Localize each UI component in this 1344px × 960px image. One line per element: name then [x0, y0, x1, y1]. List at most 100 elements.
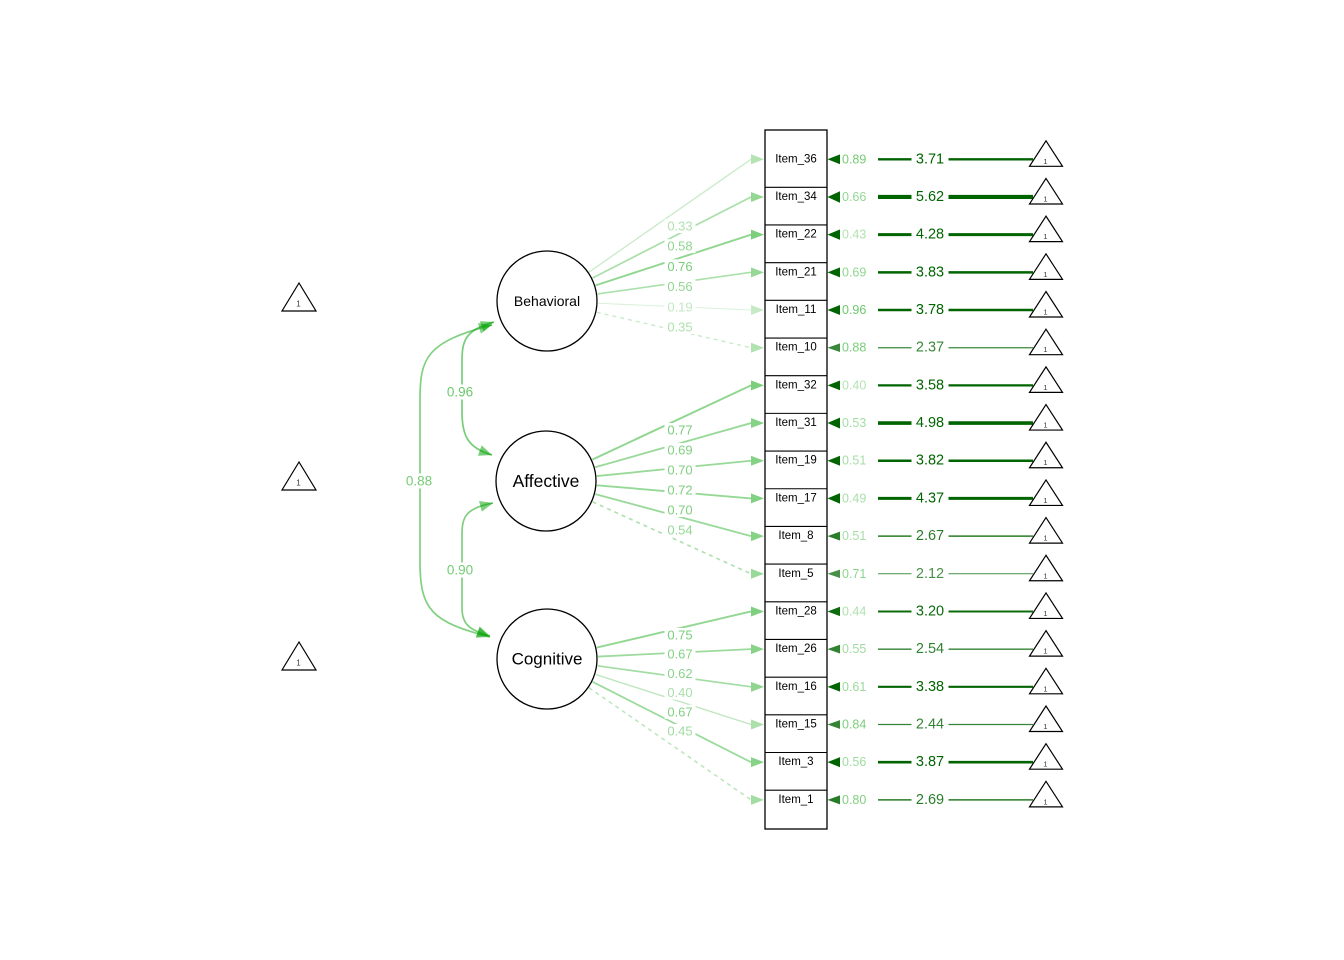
loading-label: 0.40: [667, 685, 692, 700]
intercept-label: 3.20: [916, 603, 944, 619]
loading-arrowhead-icon: [751, 380, 764, 391]
constant-triangle: [1028, 177, 1064, 205]
intercept-arrowhead-icon: [827, 795, 841, 805]
intercept-arrowhead-icon: [827, 343, 841, 353]
label-bg: [840, 265, 878, 280]
intercept-arrowhead-icon: [827, 606, 841, 617]
item-label: Item_36: [775, 153, 817, 165]
label-bg: [911, 565, 949, 582]
label-bg: [911, 264, 949, 281]
residual-label: 0.51: [842, 529, 866, 543]
item-label: Item_26: [775, 643, 817, 655]
label-bg: [840, 378, 878, 393]
constant-triangle: [1028, 290, 1064, 318]
loading-arrowhead-icon: [751, 531, 764, 542]
label-bg: [840, 792, 878, 807]
intercept-label: 2.69: [916, 792, 944, 808]
item-label: Item_32: [775, 379, 817, 391]
loading-label: 0.77: [667, 423, 692, 438]
intercept-label: 3.38: [916, 679, 944, 695]
residual-label: 0.44: [842, 604, 866, 618]
residual-label: 0.71: [842, 567, 866, 581]
correlation-arrowhead-icon: [477, 445, 492, 456]
residual-label: 0.69: [842, 265, 866, 279]
intercept-arrowhead-icon: [827, 190, 841, 204]
constant-one-label: 1: [1043, 194, 1047, 203]
item-label: Item_11: [776, 304, 817, 316]
constant-triangle: [1028, 780, 1064, 808]
constant-one-label: 1: [1043, 609, 1047, 618]
intercept-arrowhead-icon: [827, 531, 841, 541]
loading-arrowhead-icon: [751, 267, 764, 278]
constant-one-label: 1: [1043, 760, 1047, 769]
loading-edge: [592, 681, 752, 763]
label-bg: [664, 463, 696, 477]
intercept-label: 2.37: [916, 340, 944, 356]
residual-label: 0.55: [842, 642, 866, 656]
label-bg: [840, 491, 878, 506]
item-label: Item_28: [775, 605, 817, 617]
residual-label: 0.61: [842, 680, 866, 694]
loading-label: 0.35: [667, 320, 692, 335]
item-label: Item_3: [778, 756, 813, 768]
constant-triangle: [1028, 252, 1064, 280]
correlation-label: 0.88: [406, 474, 432, 489]
label-bg: [911, 226, 949, 243]
loading-edge: [588, 158, 752, 273]
intercept-label: 2.44: [916, 717, 944, 733]
loading-label: 0.67: [667, 704, 692, 719]
item-column: [764, 129, 828, 830]
intercept-label: 2.12: [916, 566, 944, 582]
intercept-arrowhead-icon: [827, 229, 841, 241]
residual-label: 0.84: [842, 718, 866, 732]
label-bg: [443, 562, 477, 578]
correlation-arrowhead-icon: [478, 323, 492, 334]
label-bg: [911, 528, 949, 545]
item-label: Item_10: [775, 342, 817, 354]
intercept-label: 3.58: [916, 377, 944, 393]
label-bg: [402, 473, 436, 489]
label-bg: [664, 423, 696, 437]
label-bg: [664, 483, 696, 497]
label-bg: [911, 791, 949, 808]
loading-arrowhead-icon: [751, 757, 764, 768]
constant-triangle: [1028, 554, 1064, 582]
loading-arrowhead-icon: [751, 455, 764, 466]
intercept-label: 4.98: [916, 415, 944, 431]
constant-triangle: [1028, 478, 1064, 507]
latent-constant-triangle: [280, 460, 318, 491]
label-bg: [664, 219, 696, 233]
constant-triangle: [1028, 704, 1064, 733]
label-bg: [840, 227, 878, 242]
intercept-label: 3.71: [916, 151, 944, 167]
label-bg: [664, 647, 696, 662]
constant-triangle: [1028, 328, 1064, 356]
constant-triangle: [1028, 365, 1064, 393]
intercept-arrowhead-icon: [827, 455, 841, 467]
intercept-arrowhead-icon: [827, 153, 841, 165]
constant-one-label: 1: [296, 479, 301, 488]
loading-label: 0.33: [667, 219, 692, 234]
loading-label: 0.70: [667, 503, 692, 518]
label-bg: [840, 152, 878, 167]
intercept-arrowhead-icon: [827, 266, 841, 278]
residual-label: 0.80: [842, 793, 866, 807]
label-bg: [911, 678, 949, 695]
label-bg: [911, 603, 949, 620]
residual-label: 0.51: [842, 454, 866, 468]
correlation-label: 0.90: [447, 563, 473, 578]
label-bg: [664, 299, 696, 314]
constant-triangle: [1028, 742, 1064, 770]
loading-label: 0.70: [667, 463, 692, 478]
label-bg: [664, 279, 696, 294]
constant-triangle: [1028, 215, 1064, 243]
correlation-arrowhead-icon: [479, 321, 494, 332]
factor-node-affective: [495, 430, 597, 532]
intercept-label: 3.78: [916, 302, 944, 318]
label-bg: [840, 604, 878, 619]
constant-triangle: [1028, 441, 1064, 469]
label-bg: [840, 303, 878, 318]
loading-arrowhead-icon: [751, 568, 764, 579]
loading-arrowhead-icon: [751, 606, 764, 617]
constant-one-label: 1: [1043, 345, 1047, 354]
